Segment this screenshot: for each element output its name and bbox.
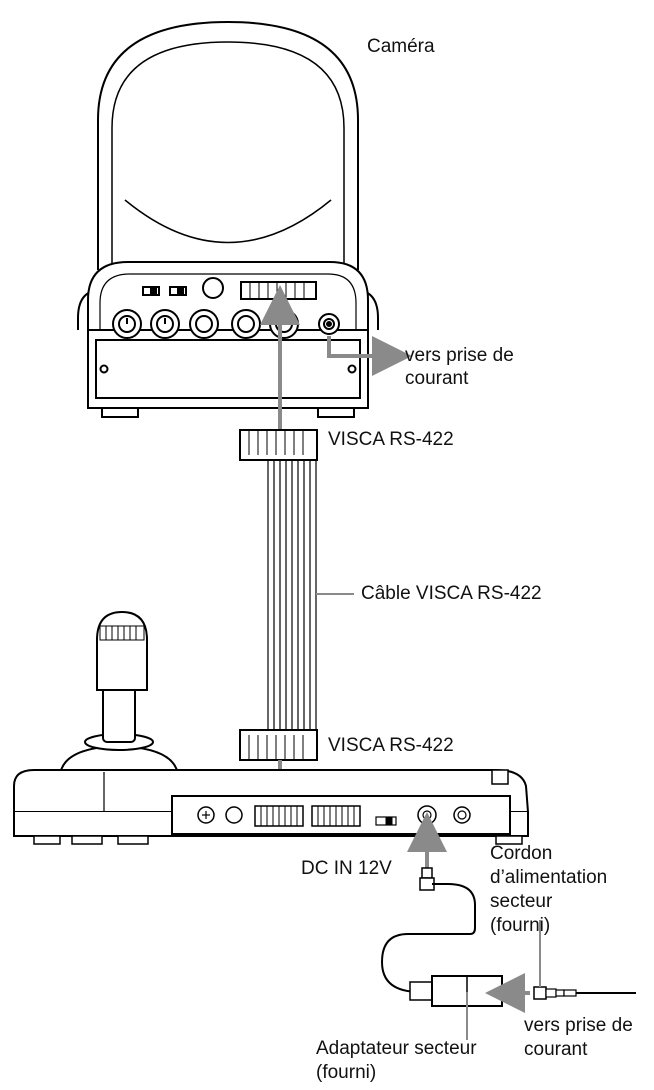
adapter-label-line2: (fourni) bbox=[316, 1062, 377, 1083]
to-outlet-bottom-line2: courant bbox=[524, 1039, 588, 1060]
dc-in-label: DC IN 12V bbox=[301, 858, 392, 879]
cord-label-line2: d’alimentation bbox=[490, 867, 608, 888]
to-outlet-top-line2: courant bbox=[405, 368, 469, 389]
to-outlet-bottom-line1: vers prise de bbox=[524, 1015, 633, 1036]
cord-label-line1: Cordon bbox=[490, 843, 553, 864]
visca-top-label: VISCA RS-422 bbox=[328, 429, 454, 450]
cord-label-line4: (fourni) bbox=[490, 915, 551, 936]
remote-controller bbox=[13, 610, 530, 845]
camera-label: Caméra bbox=[367, 36, 435, 57]
cord-label-line3: secteur bbox=[490, 891, 553, 912]
adapter-label-line1: Adaptateur secteur bbox=[316, 1038, 477, 1059]
camera-power-arrow bbox=[327, 336, 412, 376]
cable-label: Câble VISCA RS-422 bbox=[361, 583, 542, 604]
to-outlet-top-line1: vers prise de bbox=[405, 345, 514, 366]
visca-cable bbox=[239, 429, 318, 761]
visca-bottom-label: VISCA RS-422 bbox=[328, 735, 454, 756]
